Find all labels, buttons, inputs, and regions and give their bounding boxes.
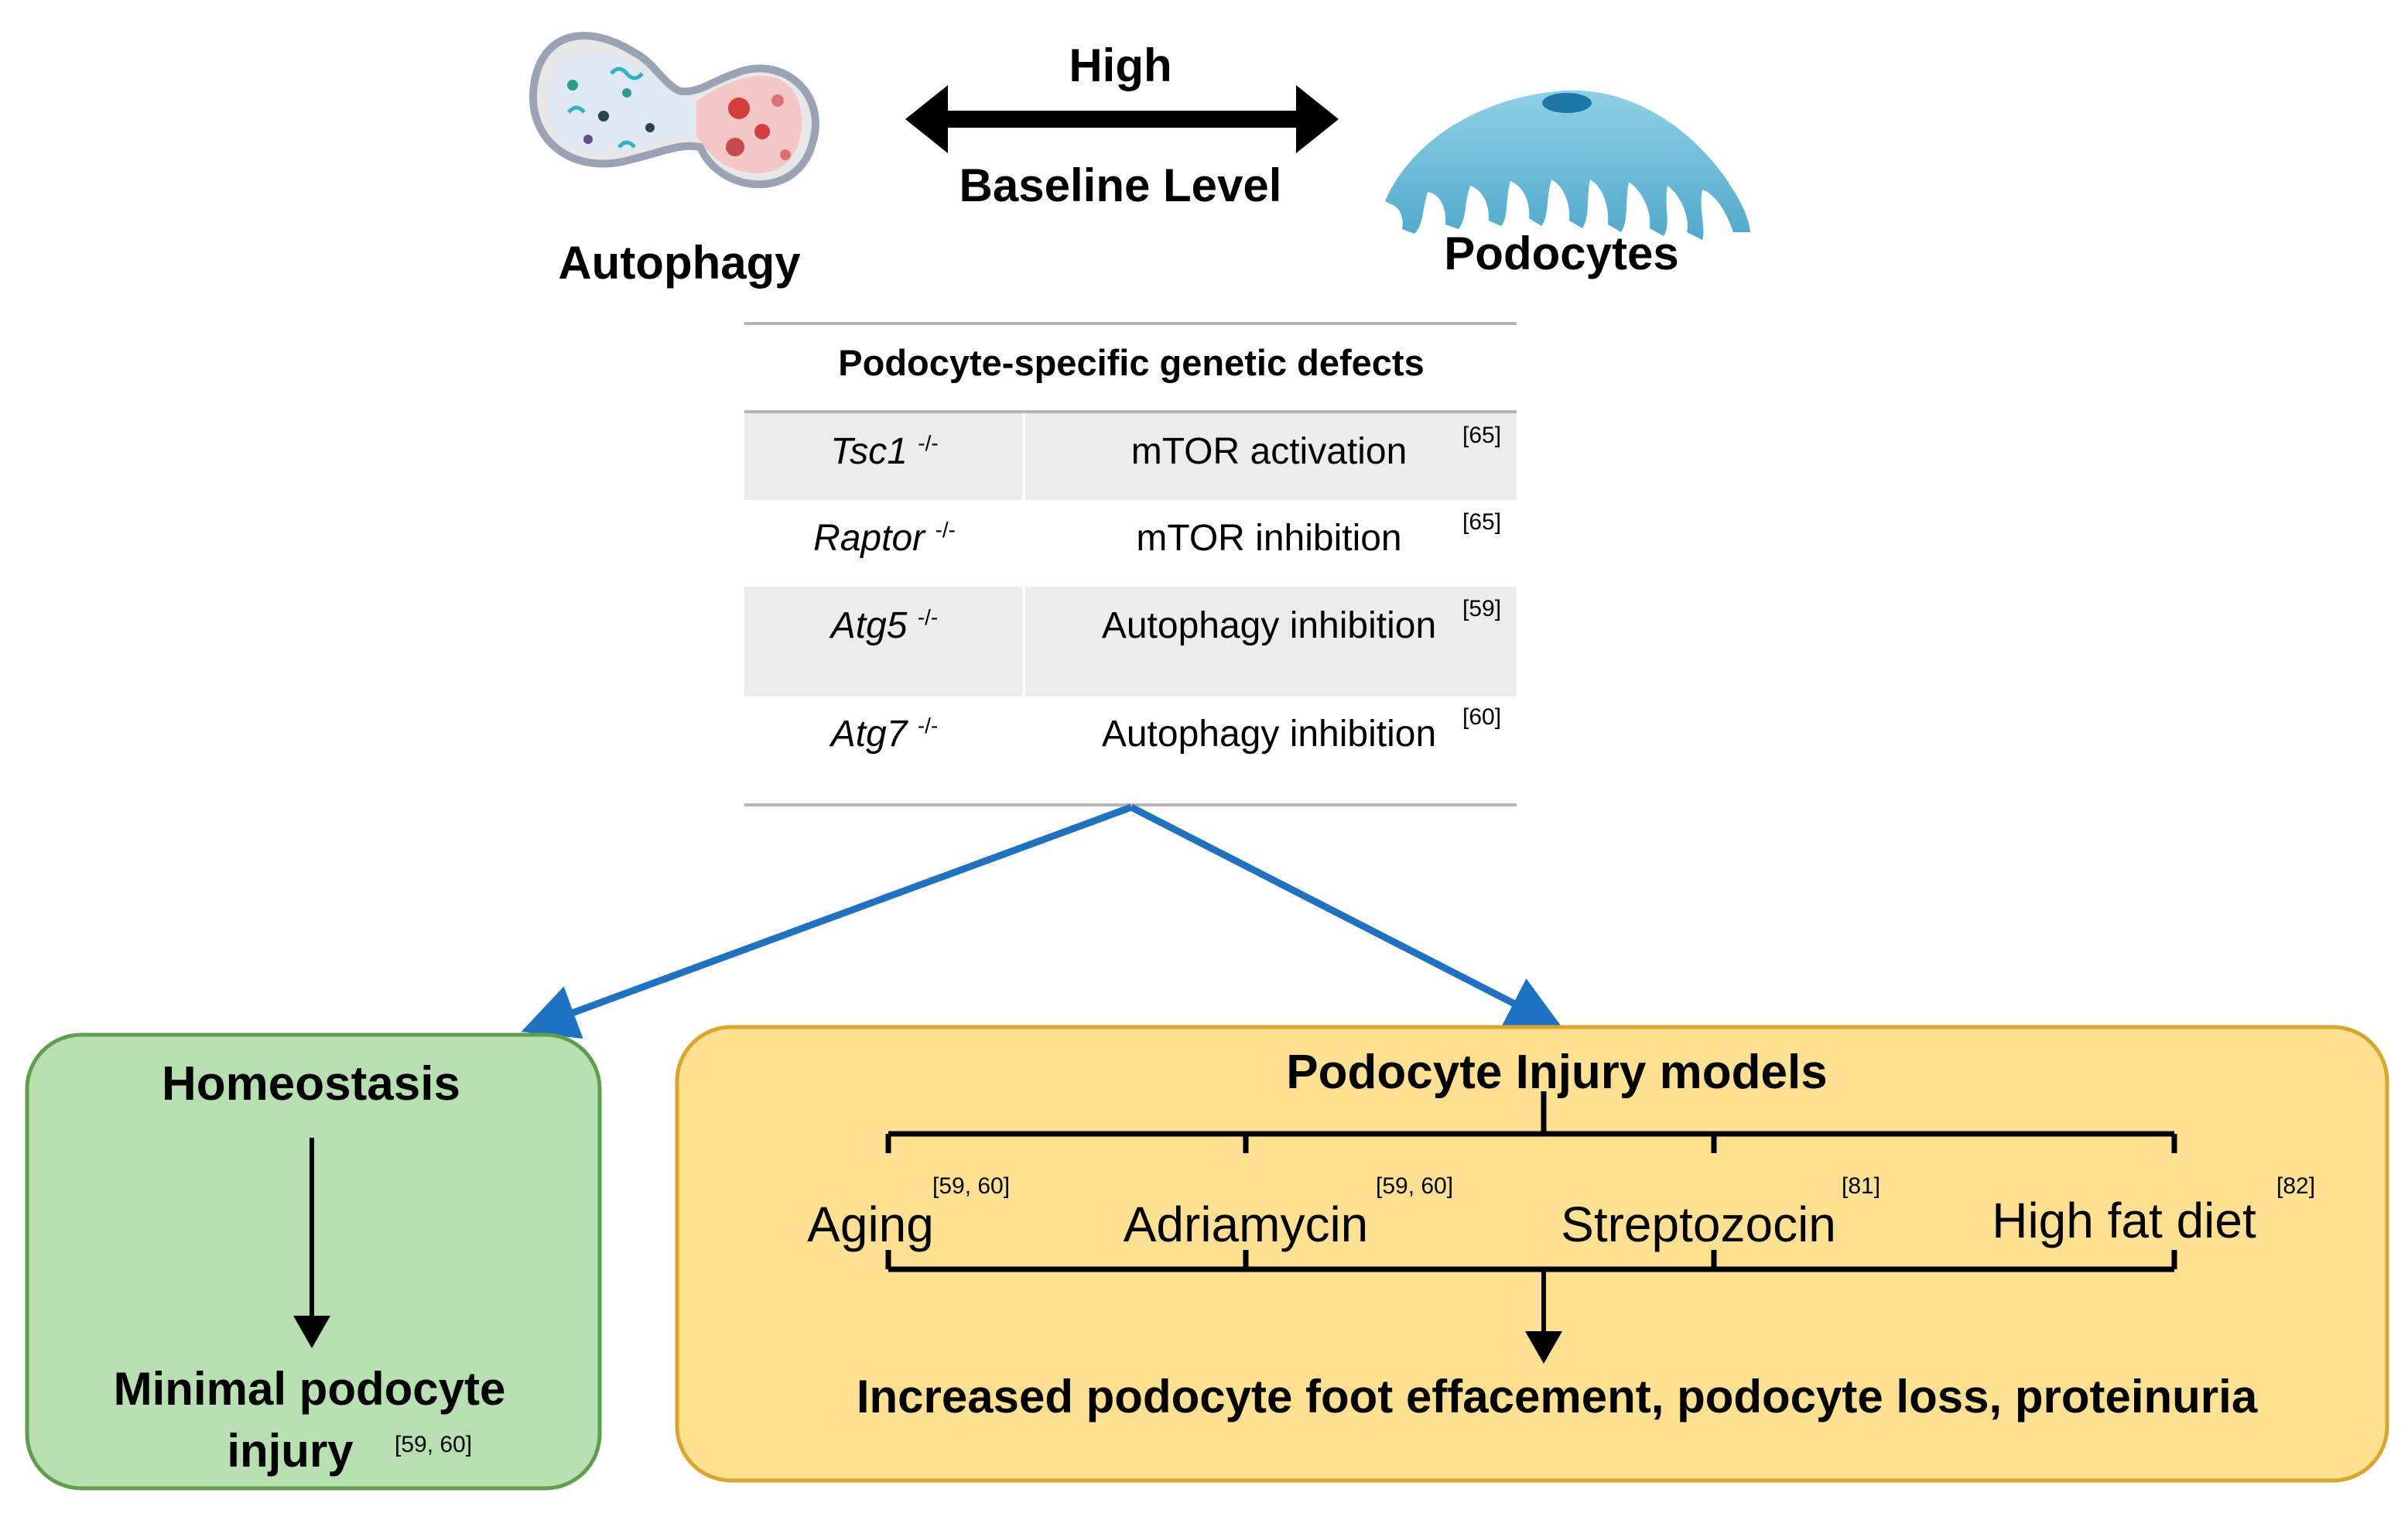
injury-outcome: Increased podocyte foot effacement, podo… [856,1371,2258,1423]
gene-name: Atg5 [830,605,908,646]
table-row: Atg5 -/- [830,605,939,646]
injury-model-label: Streptozocin [1561,1197,1836,1252]
genotype: -/- [917,605,939,629]
citation: [65] [1462,423,1502,448]
gene-name: Atg7 [830,714,908,755]
gene-name: Tsc1 [830,431,908,472]
citation: [81] [1842,1173,1881,1199]
autophagosome-lysosome-fusion-icon [528,32,819,189]
injury-models-box [675,1025,2389,1483]
homeostasis-title: Homeostasis [162,1057,460,1111]
genotype: -/- [917,714,939,738]
injury-models-title: Podocyte Injury models [1286,1046,1828,1099]
citation: [82] [2276,1173,2316,1199]
genetic-defects-table-frame [744,322,1517,806]
citation: [59, 60] [1376,1173,1454,1199]
table-title: Podocyte-specific genetic defects [838,342,1425,383]
genotype: -/- [918,431,939,455]
arrow-bottom-label: Baseline Level [959,159,1282,211]
double-headed-arrow-icon [905,85,1339,153]
injury-model-label: High fat diet [1992,1193,2256,1248]
defect-effect: Autophagy inhibition [1101,605,1437,646]
citation: [59, 60] [395,1432,473,1457]
defect-effect: mTOR activation [1130,431,1408,472]
defect-effect: Autophagy inhibition [1101,714,1437,755]
genotype: -/- [935,518,956,542]
citation: [60] [1462,704,1502,730]
homeostasis-outcome-line2: injury [227,1425,354,1477]
branch-arrows [521,803,1564,1039]
podocyte-cell-icon [1385,90,1750,240]
podocytes-label: Podocytes [1444,228,1679,279]
table-row: Atg7 -/- [830,714,939,755]
autophagy-label: Autophagy [558,237,801,289]
defect-effect: mTOR inhibition [1136,518,1402,559]
citation: [65] [1462,509,1502,535]
citation: [59] [1462,596,1502,621]
injury-model-label: Aging [807,1197,934,1252]
table-row: Raptor -/- [813,518,956,559]
gene-name: Raptor [813,518,925,559]
arrow-top-label: High [1069,39,1172,91]
injury-models-bracket [885,1091,2177,1272]
homeostasis-outcome-line1: Minimal podocyte [113,1363,506,1415]
citation: [59, 60] [932,1173,1011,1199]
injury-model-label: Adriamycin [1123,1197,1369,1252]
table-row: Tsc1 -/- [830,433,938,471]
